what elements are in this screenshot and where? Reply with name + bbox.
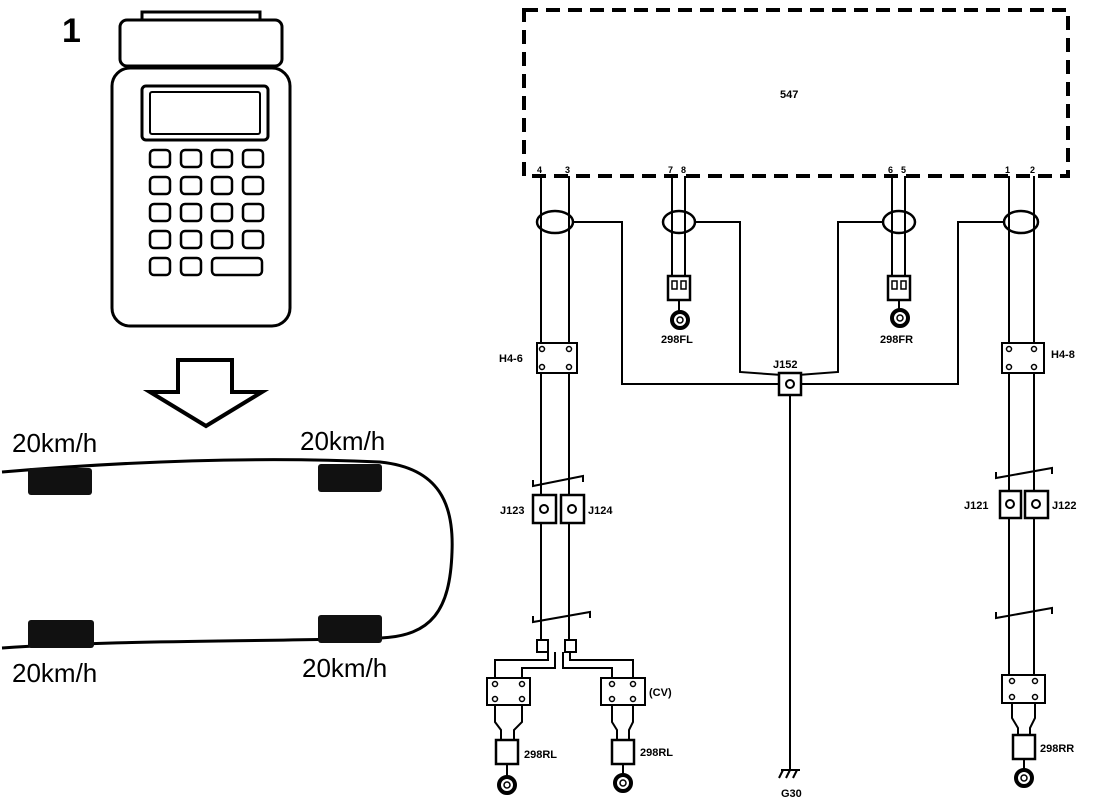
- wheel-rear-left: [28, 620, 94, 648]
- tester-key: [241, 229, 265, 250]
- splice-label-j152: J152: [773, 359, 797, 371]
- splice-j152: [777, 371, 803, 397]
- down-arrow: [142, 358, 270, 429]
- pin-label: 7: [668, 165, 673, 175]
- sensor-label-rear-right: 298RR: [1040, 743, 1074, 755]
- control-module-box: [522, 8, 1070, 178]
- tester-key: [210, 148, 234, 169]
- connector-j124: [559, 493, 586, 525]
- sensor-rear-left-b: [610, 738, 636, 793]
- pin-label: 5: [901, 165, 906, 175]
- tester-key: [210, 202, 234, 223]
- sensor-label-rear-left-a: 298RL: [524, 749, 557, 761]
- connector-label-j122: J122: [1052, 500, 1076, 512]
- sensor-rear-right: [1011, 733, 1037, 788]
- connector-label-j124: J124: [588, 505, 613, 517]
- tester-key: [241, 202, 265, 223]
- shield-oval: [881, 209, 917, 235]
- ground-label: G30: [781, 788, 802, 800]
- ground-symbol: [778, 769, 800, 779]
- pin-label: 8: [681, 165, 686, 175]
- connector-label-j121: J121: [964, 500, 988, 512]
- wires: [494, 176, 1036, 770]
- pin-label: 4: [537, 165, 542, 175]
- connector-h4-right: [1001, 342, 1045, 374]
- pin-label: 1: [1005, 165, 1010, 175]
- wheel-front-left: [28, 468, 92, 495]
- tester-cap: [118, 18, 284, 68]
- connector-label-h4-right: H4-8: [1051, 349, 1075, 361]
- pin-label: 6: [888, 165, 893, 175]
- vehicle-top-view: [1, 458, 454, 650]
- vehicle-outline: [1, 458, 454, 650]
- connector-rear-right: [1001, 674, 1046, 704]
- tester-key: [179, 229, 203, 250]
- tester-key: [148, 256, 172, 277]
- wheel-front-right: [318, 464, 382, 492]
- shield-oval: [661, 209, 697, 235]
- sensor-front-right: [886, 274, 912, 328]
- tester-key: [148, 202, 172, 223]
- speed-label-front-left: 20km/h: [12, 428, 97, 458]
- connector-j121: [998, 489, 1023, 520]
- tester-key: [210, 229, 234, 250]
- control-module-label: 547: [780, 89, 798, 101]
- tester-key: [210, 175, 234, 196]
- step-number: 1: [62, 12, 81, 50]
- connector-label-cv: (CV): [649, 687, 672, 699]
- diagnostic-tester: [110, 10, 292, 328]
- shield-oval: [535, 209, 575, 235]
- sensor-label-rear-left-b: 298RL: [640, 747, 673, 759]
- speed-label-front-right: 20km/h: [300, 426, 385, 456]
- speed-label-rear-left: 20km/h: [12, 658, 97, 688]
- pin-label: 2: [1030, 165, 1035, 175]
- tester-key: [148, 148, 172, 169]
- connector-j122: [1023, 489, 1050, 520]
- sensor-label-front-right: 298FR: [880, 334, 913, 346]
- shield-oval: [1002, 209, 1040, 235]
- sensor-front-left: [666, 274, 692, 330]
- twisted-pair-markers: [532, 466, 1053, 624]
- tester-key: [241, 148, 265, 169]
- tester-key: [241, 175, 265, 196]
- speed-label-rear-right: 20km/h: [302, 653, 387, 683]
- connector-label-j123: J123: [500, 505, 524, 517]
- split-terminals: [536, 639, 577, 653]
- wiring-diagram: 547 4 3 7 8 6 5 1 2: [486, 8, 1076, 800]
- tester-key: [210, 256, 264, 277]
- tester-key: [179, 202, 203, 223]
- connector-rear-left-a: [486, 677, 531, 706]
- tester-screen: [149, 91, 261, 135]
- connector-h4-left: [536, 342, 578, 374]
- sensor-rear-left-a: [494, 738, 520, 795]
- pin-label: 3: [565, 165, 570, 175]
- tester-key: [148, 229, 172, 250]
- connector-label-h4-left: H4-6: [499, 353, 523, 365]
- tester-key: [179, 256, 203, 277]
- tester-key: [179, 175, 203, 196]
- connector-rear-left-cv: [600, 677, 646, 706]
- connector-j123: [531, 493, 558, 525]
- sensor-label-front-left: 298FL: [661, 334, 693, 346]
- tester-keypad: [148, 148, 265, 277]
- tester-key: [148, 175, 172, 196]
- wheel-rear-right: [318, 615, 382, 643]
- tester-key: [179, 148, 203, 169]
